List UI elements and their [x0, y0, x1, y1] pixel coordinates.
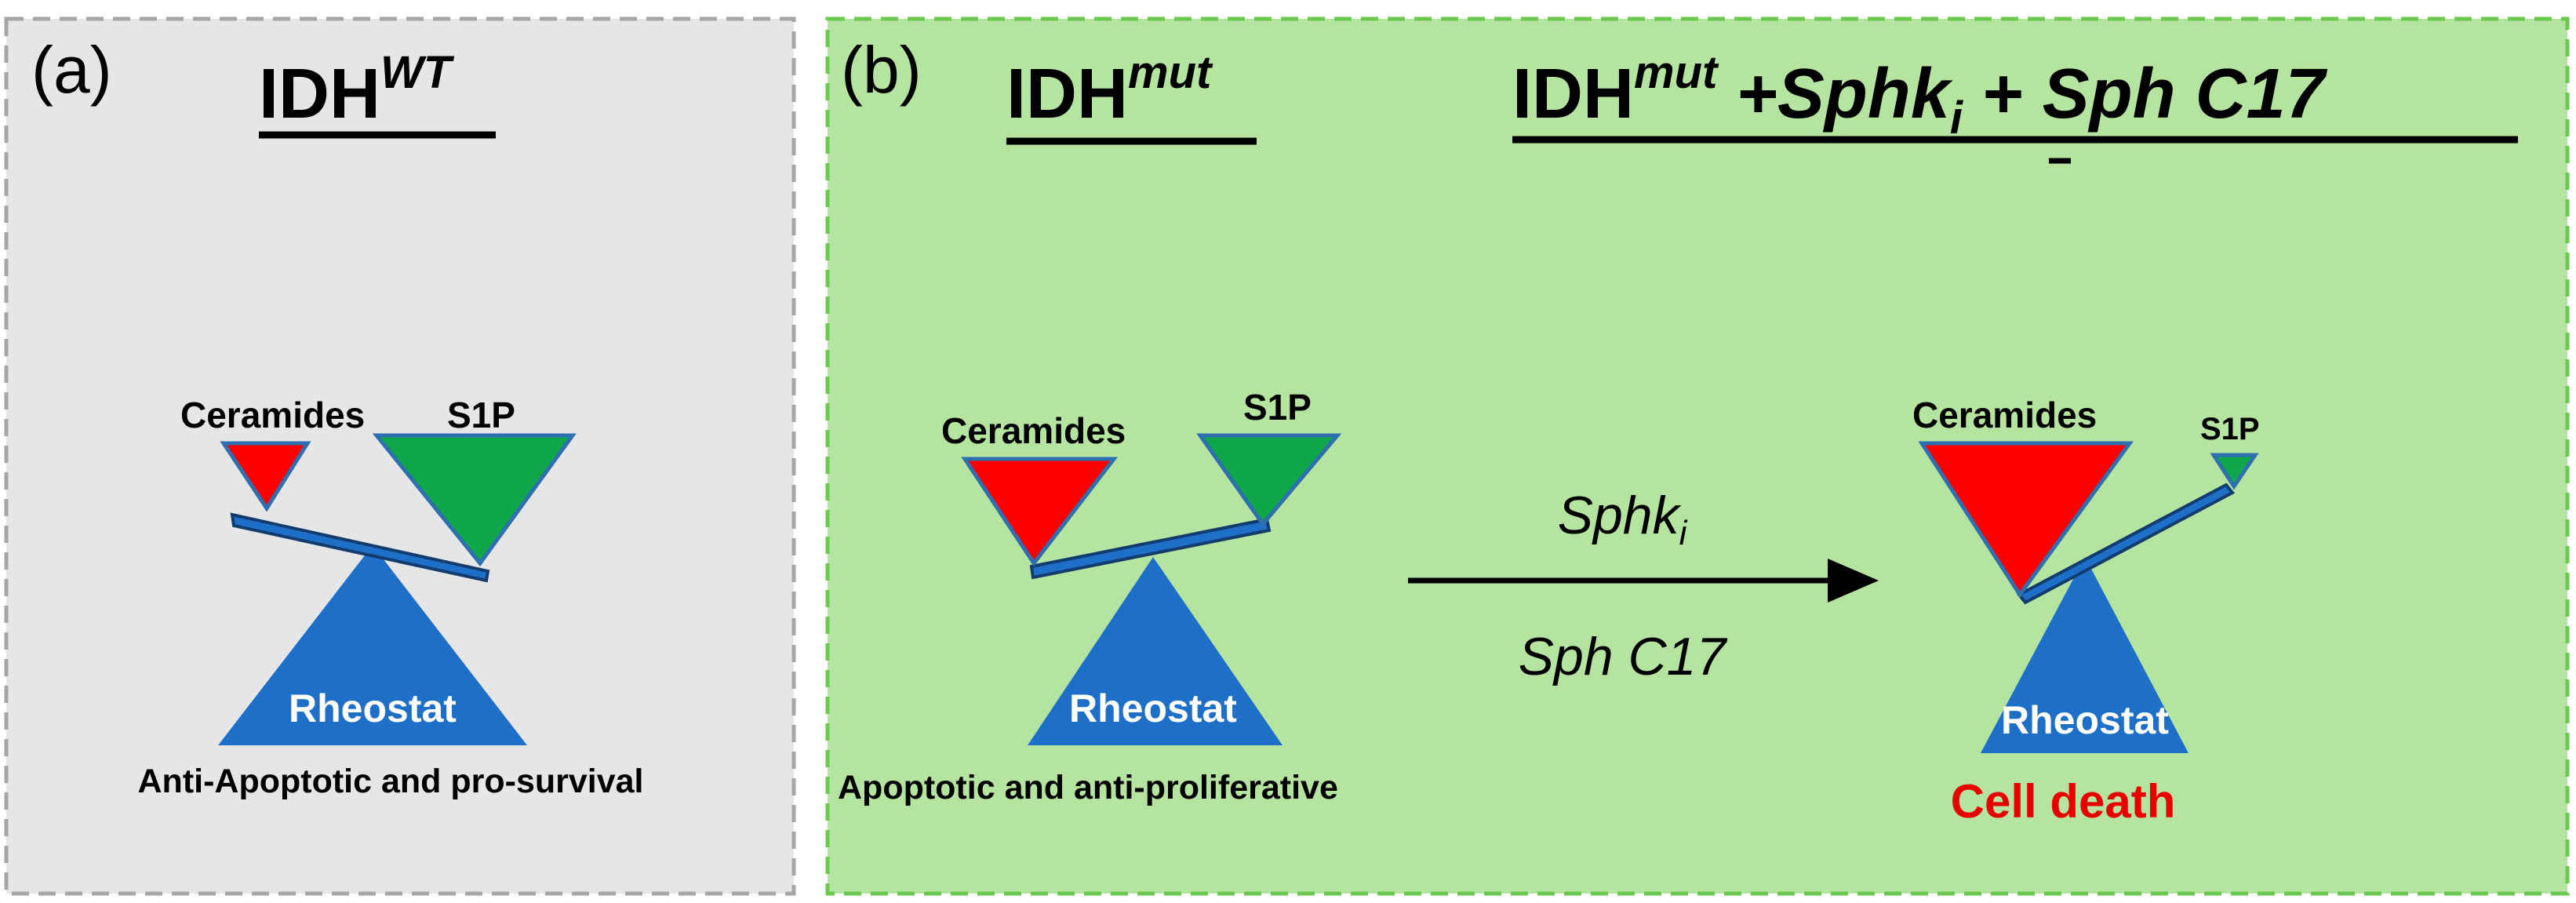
panel-a-rheostat-base [218, 545, 527, 745]
panel-a-s1p-triangle [372, 433, 577, 567]
treatment-title-superscript: mut [1634, 47, 1719, 98]
treatment-ceramides-triangle [1918, 441, 2134, 599]
panel-a-ceramides-label: Ceramides [180, 395, 365, 435]
panel-a-s1p-label: S1P [447, 395, 515, 435]
treatment-title-subscript: i [1950, 93, 1964, 144]
panel-a-title: IDHWT [259, 47, 455, 133]
panel-a-rheostat-label: Rheostat [289, 686, 457, 730]
panel-a-title-main: IDH [259, 55, 380, 133]
treatment-title: IDHmut +Sphki + Sph C17 [1512, 47, 2328, 144]
treatment-s1p-triangle [2210, 453, 2259, 490]
panel-a-ceramides-triangle [220, 441, 311, 512]
treatment-balance-beam [2016, 482, 2236, 605]
treatment-s1p-label: S1P [2200, 412, 2260, 446]
panel-a-letter: (a) [31, 33, 112, 107]
arrow-top-label-main: Sphk [1558, 486, 1682, 545]
panel-b-letter: (b) [841, 33, 922, 107]
panel-b-title: IDHmut [1006, 47, 1213, 133]
arrow-bottom-label: Sph C17 [1519, 627, 1728, 686]
panel-b-rheostat-label: Rheostat [1069, 686, 1237, 730]
cell-death-label: Cell death [1951, 775, 2176, 828]
treatment-title-sph-c17: + Sph C17 [1981, 55, 2328, 133]
panel-b-caption: Apoptotic and anti-proliferative [838, 769, 1338, 807]
panel-b-ceramides-label: Ceramides [941, 410, 1126, 451]
panel-b-rheostat-base [1028, 557, 1283, 745]
treatment-rheostat-base [1981, 557, 2189, 753]
panel-b-balance-beam [1029, 517, 1272, 580]
panel-a-caption: Anti-Apoptotic and pro-survival [138, 763, 644, 800]
panel-b-background [825, 16, 2570, 896]
panel-b-title-superscript: mut [1128, 47, 1213, 98]
panel-a-title-superscript: WT [380, 47, 455, 98]
panel-b-ceramides-triangle [961, 457, 1119, 567]
treatment-arrow-head [1828, 559, 1879, 603]
treatment-title-main: IDH [1512, 55, 1634, 133]
panel-a-balance-beam [230, 512, 490, 583]
panel-b-s1p-triangle [1196, 433, 1342, 528]
arrow-top-label: Sphki [1558, 486, 1688, 552]
treatment-ceramides-label: Ceramides [1912, 395, 2097, 435]
treatment-rheostat-label: Rheostat [2001, 698, 2169, 742]
treatment-title-sphk: +Sphk [1736, 55, 1953, 133]
arrow-top-label-subscript: i [1679, 514, 1688, 552]
panel-b-s1p-label: S1P [1243, 387, 1312, 428]
panel-b-title-main: IDH [1006, 55, 1128, 133]
